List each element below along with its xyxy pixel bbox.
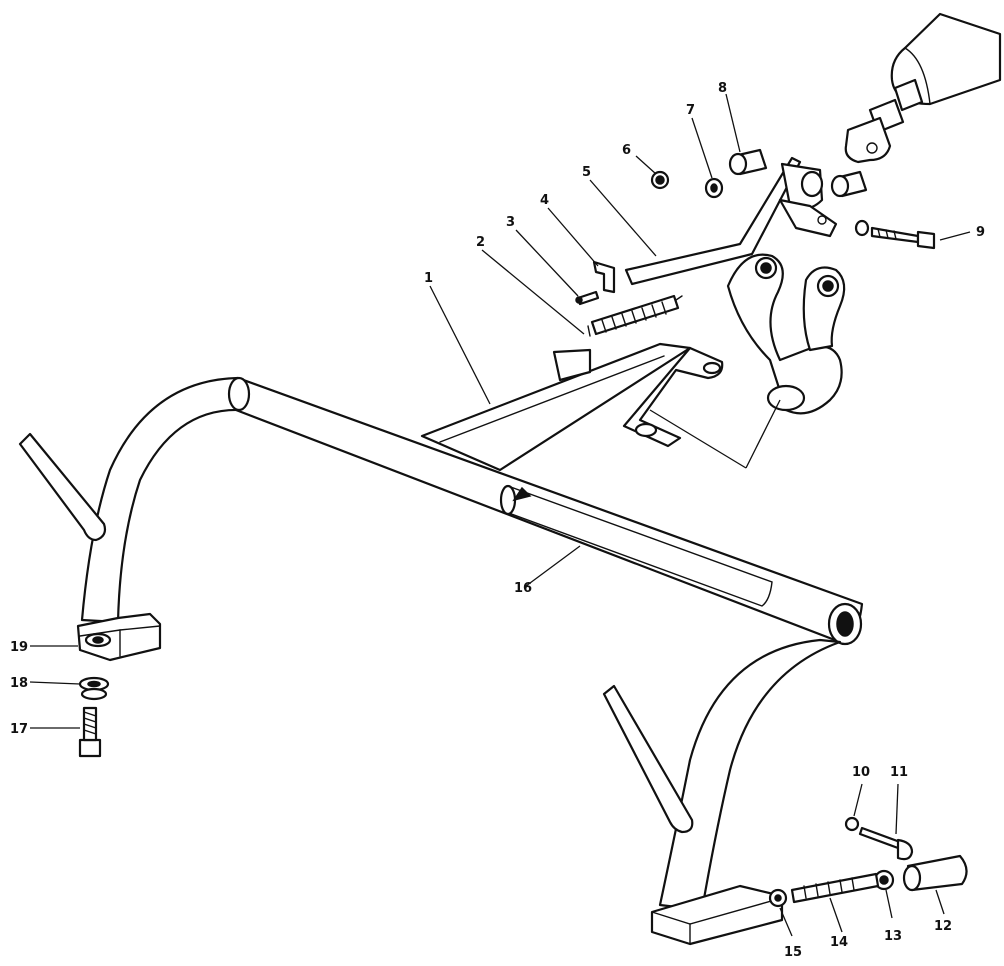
callout-9: 9	[976, 225, 985, 240]
callout-7: 7	[686, 103, 695, 118]
main-frame-tube	[18, 376, 864, 946]
leader-lines	[29, 93, 971, 937]
spring	[587, 294, 683, 337]
callout-18: 18	[10, 676, 28, 691]
lower-right-hardware	[768, 816, 968, 908]
callout-13: 13	[884, 929, 902, 944]
callout-15: 15	[784, 945, 802, 960]
pedal-lever	[624, 156, 838, 286]
left-foot-assembly	[76, 612, 162, 758]
callout-2: 2	[476, 235, 485, 250]
callout-1: 1	[424, 271, 433, 286]
callout-11: 11	[890, 765, 908, 780]
callout-16: 16	[514, 581, 532, 596]
callout-8: 8	[718, 81, 727, 96]
support-arm	[420, 342, 724, 472]
callout-12: 12	[934, 919, 952, 934]
callout-3: 3	[506, 215, 515, 230]
actuator-cylinder	[844, 12, 1002, 164]
callout-5: 5	[582, 165, 591, 180]
callout-10: 10	[852, 765, 870, 780]
callout-labels: 1 2 3 4 5 6 7 8 9 10 11 12 13 14 15 16 1…	[10, 81, 985, 960]
callout-14: 14	[830, 935, 848, 950]
callout-6: 6	[622, 143, 631, 158]
bolt-9	[854, 219, 936, 250]
yoke-brackets	[649, 253, 846, 469]
callout-4: 4	[540, 193, 549, 208]
callout-17: 17	[10, 722, 28, 737]
screw-and-clip	[575, 260, 616, 306]
nut-washer-bushing	[650, 148, 868, 199]
callout-19: 19	[10, 640, 28, 655]
